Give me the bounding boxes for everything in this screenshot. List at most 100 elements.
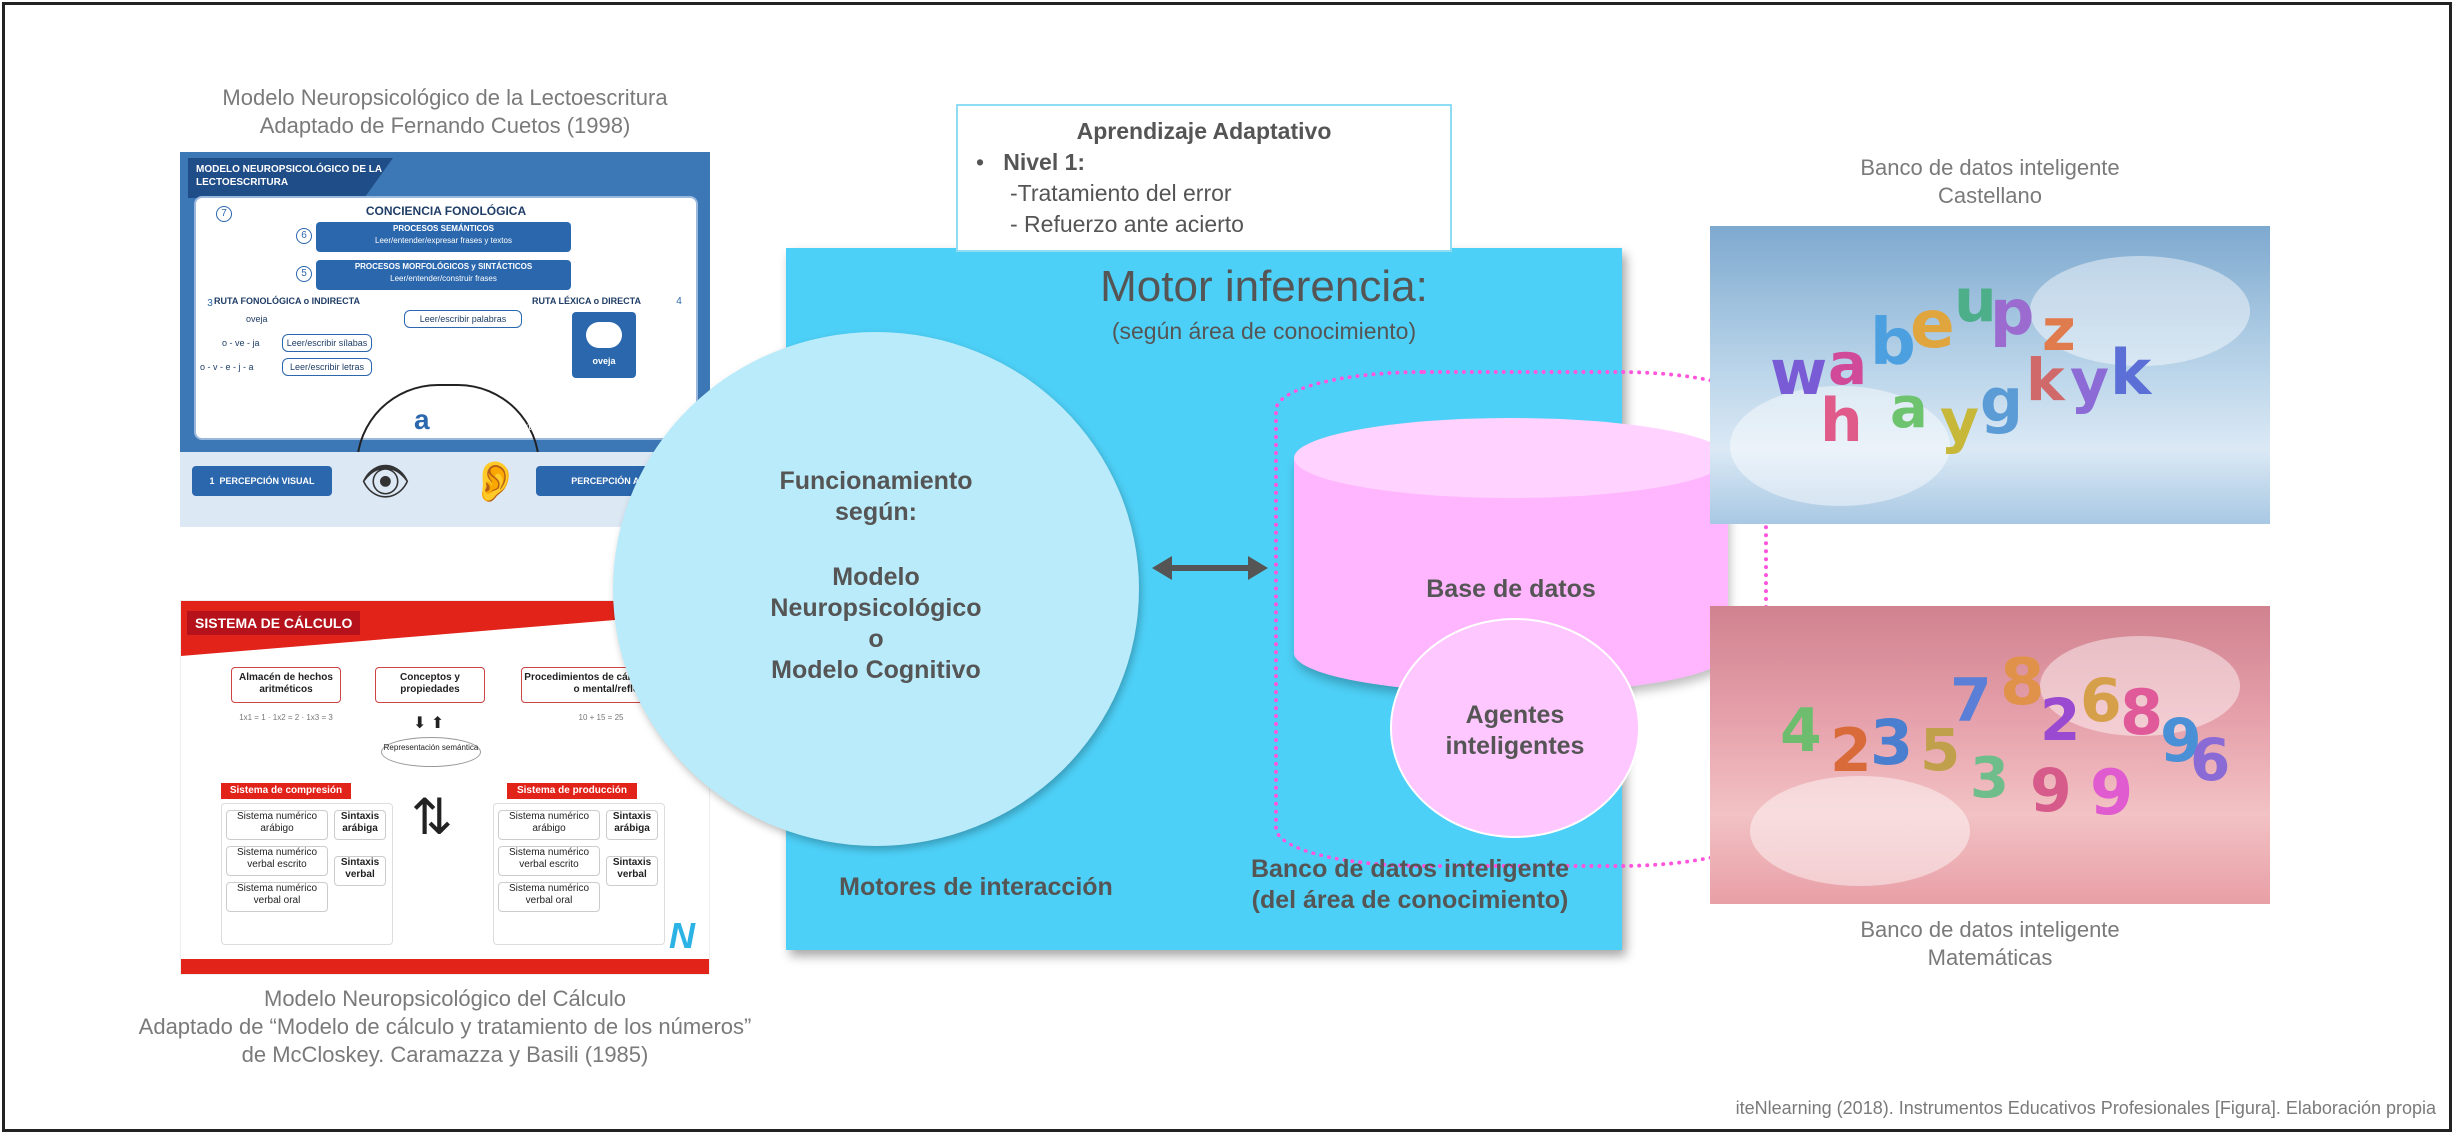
cloud — [2030, 256, 2250, 366]
leer-letras: Leer/escribir letras — [282, 358, 372, 376]
sheep-body — [586, 322, 622, 348]
number-glyph: 7 — [1950, 666, 1992, 736]
ruta-lexica: RUTA LÉXICA o DIRECTA — [532, 296, 641, 306]
bank2-caption-line1: Banco de datos inteligente — [1860, 917, 2120, 942]
bank2-caption-line2: Matemáticas — [1927, 945, 2053, 970]
bank1-caption: Banco de datos inteligente Castellano — [1710, 154, 2270, 210]
calc-bottom — [181, 959, 709, 974]
ops-text: 10 + 15 = 25 — [578, 713, 624, 722]
conciencia-fonologica: CONCIENCIA FONOLÓGICA — [365, 204, 527, 218]
imagenes-grafemas: Imágenes: grafemas — [260, 422, 352, 433]
lecto-banner: MODELO NEUROPSICOLÓGICO DE LA LECTOESCRI… — [188, 158, 393, 198]
semanticos-title: PROCESOS SEMÁNTICOS — [393, 224, 494, 233]
func-line3: Modelo — [832, 563, 920, 591]
agentes-line2: inteligentes — [1445, 732, 1585, 760]
letter-glyph: y — [2070, 346, 2110, 416]
func-line6: Modelo Cognitivo — [771, 656, 981, 684]
calc-caption-line3: de McCloskey. Caramazza y Basili (1985) — [241, 1042, 649, 1067]
comp-sintaxis-verbal: Sintaxis verbal — [334, 856, 386, 886]
letter-glyph: k — [2110, 336, 2152, 409]
double-arrow-icon — [1152, 556, 1268, 580]
eye-icon: 👁 — [360, 460, 411, 504]
lecto-num1: 1 — [209, 476, 215, 486]
nivel-label: Nivel 1: — [1003, 149, 1086, 175]
lecto-caption: Modelo Neuropsicológico de la Lectoescri… — [180, 84, 710, 140]
comp-verbal-escrito: Sistema numérico verbal escrito — [226, 846, 328, 876]
agentes-circle: Agentes inteligentes — [1390, 618, 1640, 838]
letter-glyph: g — [1980, 366, 2023, 436]
lecto-num6: 6 — [296, 228, 312, 244]
itenlearning-logo: N — [669, 915, 695, 956]
o-v-e-j-a: o - v - e - j - a — [200, 362, 254, 372]
func-line4: Neuropsicológico — [770, 594, 982, 622]
calc-caption-line2: Adaptado de “Modelo de cálculo y tratami… — [138, 1014, 752, 1039]
procesos-semanticos: PROCESOS SEMÁNTICOS Leer/entender/expres… — [316, 222, 571, 252]
perc-visual-label: PERCEPCIÓN VISUAL — [219, 476, 315, 486]
prod-sintaxis-arabiga: Sintaxis arábiga — [606, 810, 658, 840]
funcionamiento-circle: Funcionamiento según: Modelo Neuropsicol… — [613, 332, 1139, 846]
number-glyph: 5 — [1920, 716, 1961, 784]
facts-text: 1x1 = 1 · 1x2 = 2 · 1x3 = 3 — [239, 713, 333, 722]
letter-glyph: a — [1828, 330, 1868, 398]
letter-glyph: u — [1954, 266, 1997, 336]
nivel-row: • Nivel 1: — [958, 147, 1450, 178]
procesos-morfologicos: PROCESOS MORFOLÓGICOS y SINTÁCTICOS Leer… — [316, 260, 571, 290]
letter-glyph: y — [1940, 386, 1980, 456]
calculo-figure: SISTEMA DE CÁLCULO Almacén de hechos ari… — [180, 600, 710, 975]
calc-header: SISTEMA DE CÁLCULO — [187, 611, 361, 635]
letter-glyph: p — [1990, 276, 2035, 349]
letter-glyph: a — [1890, 376, 1928, 441]
letter-glyph: h — [1820, 386, 1863, 456]
morfo-title: PROCESOS MORFOLÓGICOS y SINTÁCTICOS — [354, 262, 533, 271]
number-glyph: 3 — [1970, 746, 2009, 811]
credit-line: iteNlearning (2018). Instrumentos Educat… — [1735, 1098, 2436, 1118]
agentes-line1: Agentes — [1465, 701, 1565, 729]
func-line2: según: — [835, 498, 917, 526]
item-tratamiento: -Tratamiento del error — [1010, 180, 1232, 206]
bullet: • — [976, 149, 985, 175]
number-glyph: 2 — [2040, 686, 2081, 754]
letter-glyph: b — [1870, 306, 1916, 380]
aprendizaje-box: Aprendizaje Adaptativo • Nivel 1: -Trata… — [956, 104, 1452, 252]
number-glyph: 3 — [1870, 706, 1914, 779]
prod-verbal-escrito: Sistema numérico verbal escrito — [498, 846, 600, 876]
comp-arabigo: Sistema numérico arábigo — [226, 810, 328, 840]
lecto-num4: 4 — [676, 296, 682, 307]
letter-glyph: e — [1910, 286, 1955, 363]
number-glyph: 6 — [2080, 666, 2122, 736]
lecto-caption-line1: Modelo Neuropsicológico de la Lectoescri… — [222, 85, 668, 110]
number-glyph: 4 — [1780, 696, 1822, 766]
lecto-caption-line2: Adaptado de Fernando Cuetos (1998) — [259, 113, 631, 138]
number-glyph: 9 — [2030, 756, 2072, 826]
func-line1: Funcionamiento — [779, 467, 973, 495]
comprension-panel: Sistema numérico arábigo Sintaxis arábig… — [221, 803, 393, 945]
number-glyph: 8 — [2000, 646, 2045, 720]
prod-arabigo: Sistema numérico arábigo — [498, 810, 600, 840]
lecto-num5: 5 — [296, 266, 312, 282]
oveja-word: oveja — [246, 314, 268, 324]
cloud — [1730, 386, 1950, 506]
calc-caption-line1: Modelo Neuropsicológico del Cálculo — [264, 986, 626, 1011]
number-glyph: 9 — [2160, 706, 2202, 776]
up-down-arrows: ⬇ ⬆ — [413, 715, 445, 732]
number-glyph: 2 — [1830, 716, 1872, 786]
letter-glyph: w — [1770, 336, 1828, 409]
numbers-image: 4 2 3 5 7 8 2 6 8 9 6 3 9 9 — [1710, 606, 2270, 904]
lecto-num3: 3 — [207, 298, 213, 309]
leer-palabras: Leer/escribir palabras — [404, 310, 522, 328]
calc-caption: Modelo Neuropsicológico del Cálculo Adap… — [80, 985, 810, 1069]
number-glyph: 8 — [2120, 676, 2164, 749]
letter-glyph: k — [2026, 346, 2065, 414]
o-ve-ja: o - ve - ja — [222, 338, 260, 348]
produccion-tab: Sistema de producción — [507, 783, 637, 799]
conceptos-box: Conceptos y propiedades — [375, 667, 485, 703]
banco-line1: Banco de datos inteligente — [1250, 855, 1570, 883]
lecto-num7: 7 — [216, 206, 232, 222]
base-datos-label: Base de datos — [1426, 575, 1596, 603]
ruta-fonologica: RUTA FONOLÓGICA o INDIRECTA — [214, 296, 360, 306]
item-refuerzo: - Refuerzo ante acierto — [1010, 211, 1244, 237]
morfo-sub: Leer/entender/construir frases — [390, 274, 497, 283]
semanticos-sub: Leer/entender/expresar frases y textos — [375, 236, 512, 245]
letters-image: w a b e u p z h a y g k y k — [1710, 226, 2270, 524]
